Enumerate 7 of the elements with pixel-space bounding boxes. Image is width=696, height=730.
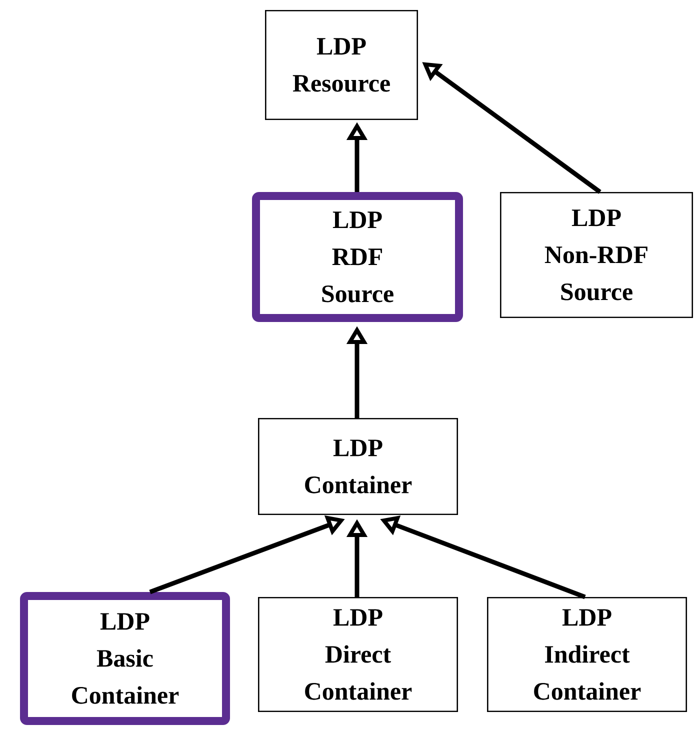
class-box: LDP Direct Container — [258, 597, 458, 712]
highlighted-box: LDP RDF Source — [252, 192, 463, 322]
highlighted-box: LDP Basic Container — [20, 592, 230, 725]
class-box: LDP Container — [258, 418, 458, 515]
class-box: LDP Resource — [265, 10, 418, 120]
class-box: LDP Indirect Container — [487, 597, 687, 712]
class-box: LDP Non-RDF Source — [500, 192, 693, 318]
